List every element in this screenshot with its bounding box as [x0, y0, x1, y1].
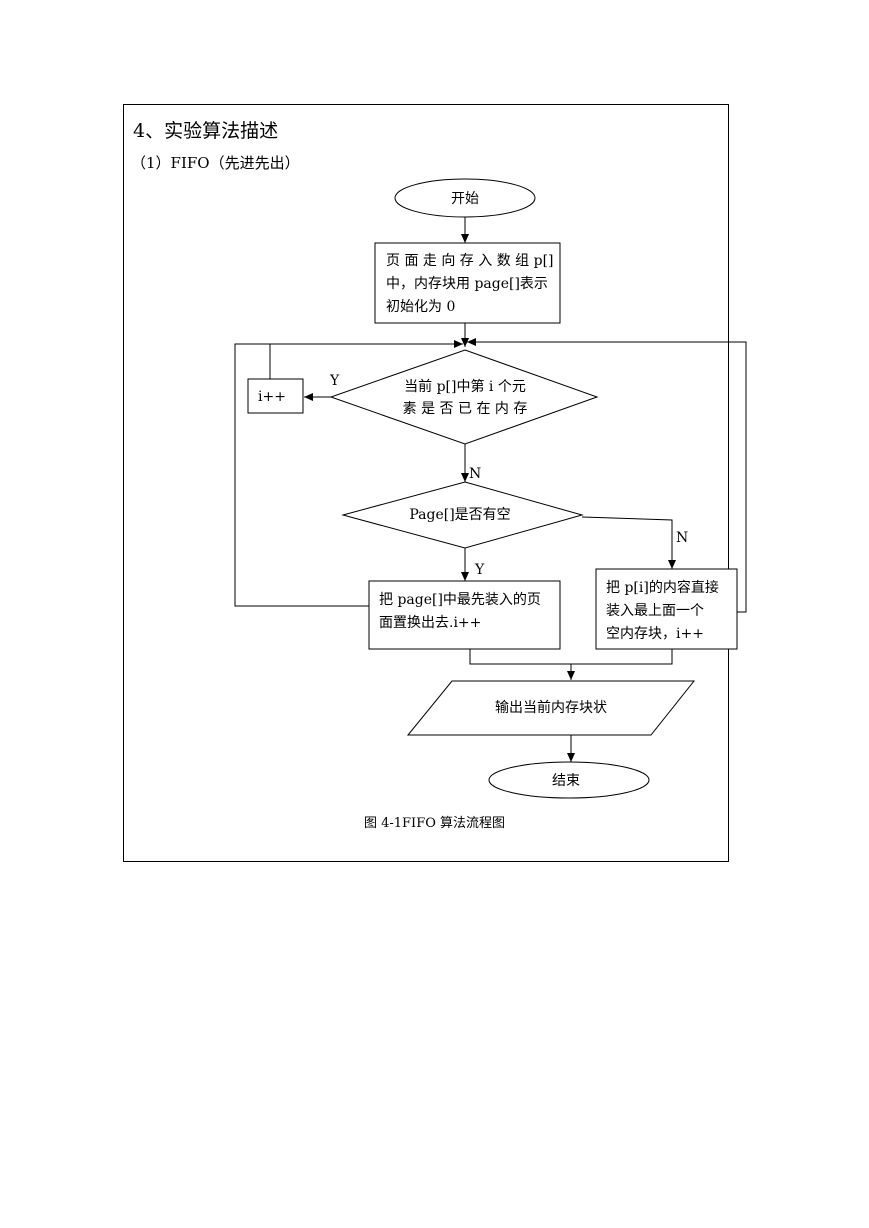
replace-process-box: 把 page[]中最先装入的页 面置换出去.i++	[368, 580, 561, 650]
replace-line-1: 把 page[]中最先装入的页	[379, 592, 541, 608]
start-terminator: 开始	[394, 178, 536, 218]
arrow-no-load	[581, 516, 676, 569]
section-heading: 4、实验算法描述	[133, 120, 279, 142]
init-line-3: 初始化为 0	[386, 298, 455, 315]
loop-replace	[234, 343, 369, 607]
end-label: 结束	[552, 773, 580, 789]
init-line-2: 中，内存块用 page[]表示	[386, 276, 548, 292]
output-label: 输出当前内存块状	[495, 699, 607, 716]
merge-connector	[469, 649, 673, 665]
decision-in-memory-line-2: 素 是 否 已 在 内 存	[403, 401, 528, 417]
increment-box: i++	[247, 378, 304, 414]
label-no-load: N	[676, 530, 688, 546]
decision-page-empty: Page[]是否有空	[341, 481, 584, 549]
content-frame	[123, 104, 729, 862]
label-yes-replace: Y	[474, 562, 485, 578]
load-line-2: 装入最上面一个	[606, 603, 704, 619]
increment-label: i++	[258, 389, 286, 405]
load-line-3: 空内存块，i++	[606, 626, 704, 642]
section-subheading: （1）FIFO（先进先出）	[131, 154, 300, 172]
output-io-box: 输出当前内存块状	[406, 680, 696, 736]
decision-page-empty-label: Page[]是否有空	[409, 507, 510, 523]
label-no-check-empty: N	[469, 466, 481, 482]
decision-in-memory-line-1: 当前 p[]中第 i 个元	[404, 378, 526, 395]
decision-in-memory: 当前 p[]中第 i 个元 素 是 否 已 在 内 存	[329, 349, 599, 445]
start-label: 开始	[451, 191, 479, 207]
load-process-box: 把 p[i]的内容直接 装入最上面一个 空内存块，i++	[595, 568, 738, 650]
figure-caption: 图 4-1FIFO 算法流程图	[363, 816, 506, 831]
end-terminator: 结束	[488, 761, 650, 799]
loop-load	[467, 338, 747, 613]
load-line-1: 把 p[i]的内容直接	[606, 579, 719, 596]
init-process-box: 页 面 走 向 存 入 数 组 p[] 中，内存块用 page[]表示 初始化为…	[374, 242, 561, 324]
init-line-1: 页 面 走 向 存 入 数 组 p[]	[386, 253, 554, 269]
label-yes-increment: Y	[329, 373, 340, 389]
replace-line-2: 面置换出去.i++	[379, 614, 481, 631]
